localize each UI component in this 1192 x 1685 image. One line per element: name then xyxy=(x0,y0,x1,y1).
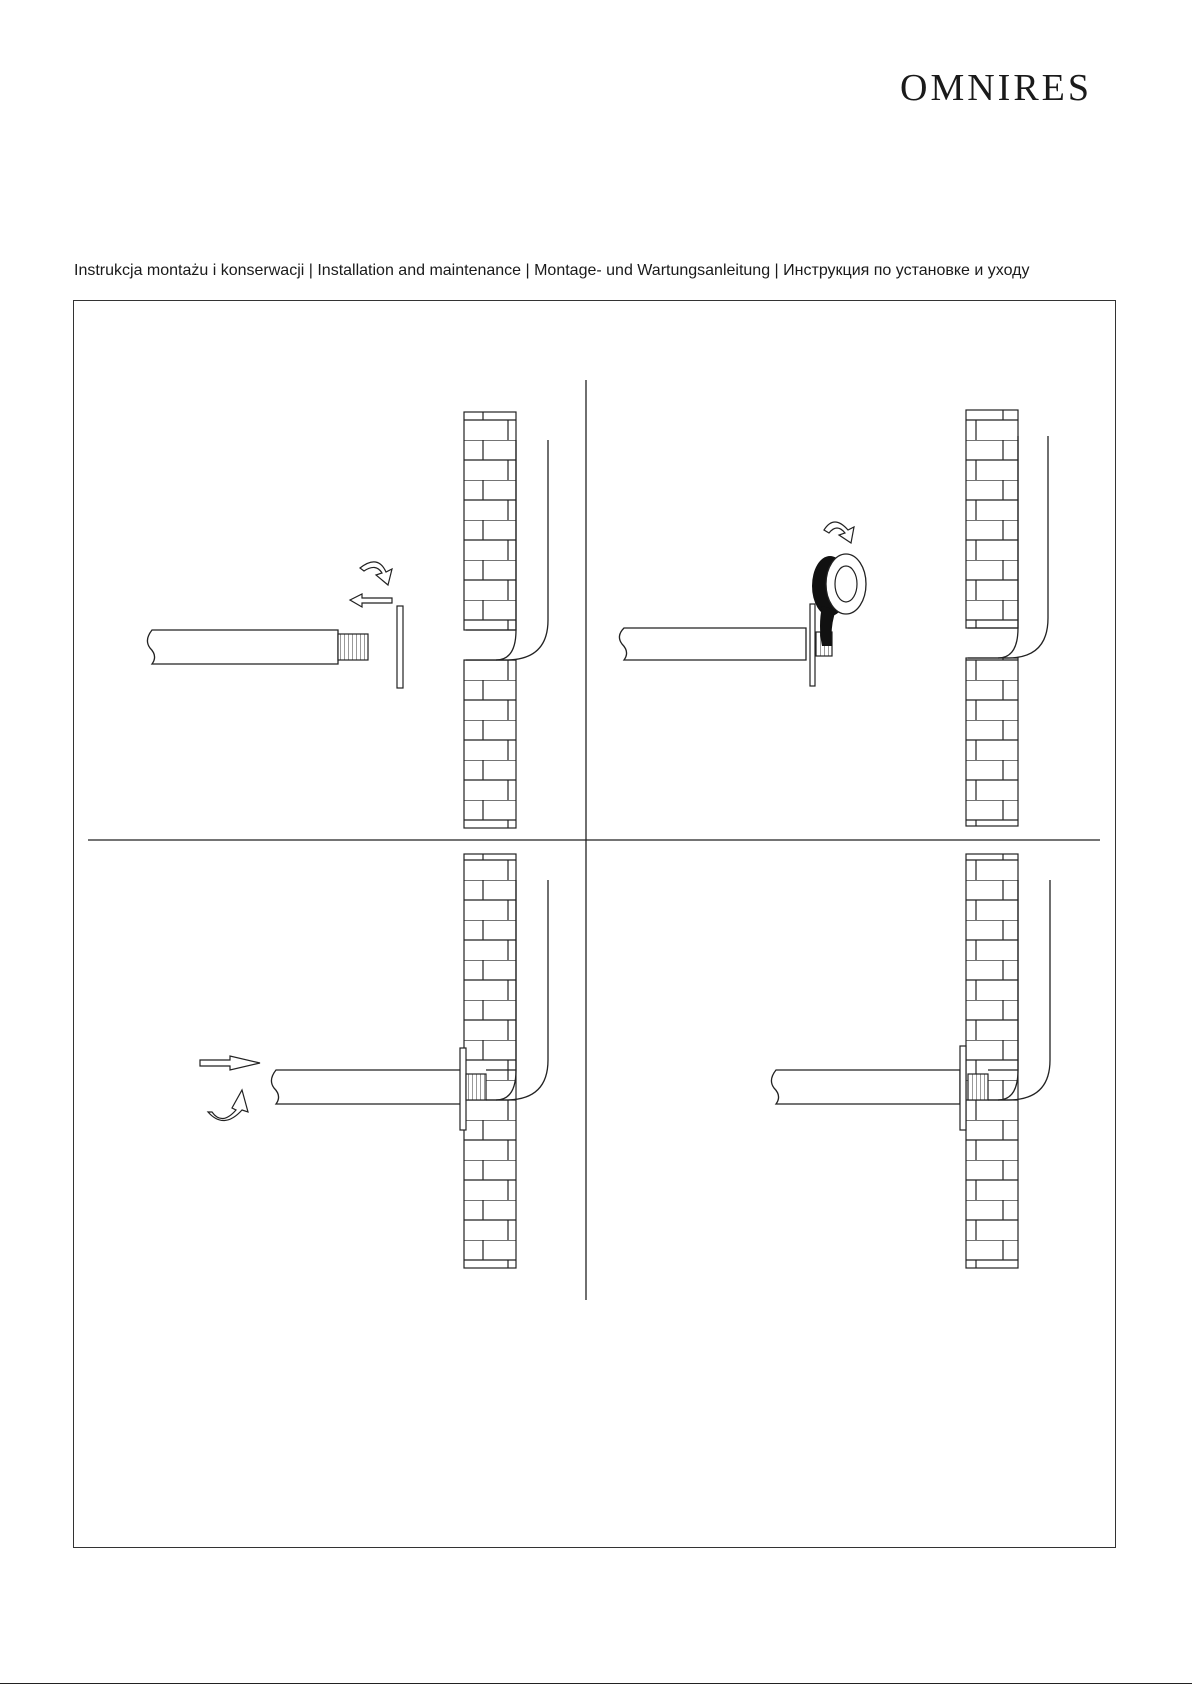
page-bottom-rule xyxy=(0,1683,1192,1684)
step-2 xyxy=(619,410,1048,826)
arrow-left-icon xyxy=(350,594,392,607)
step-3 xyxy=(200,854,548,1268)
step-4 xyxy=(771,854,1050,1268)
rotate-arrow-icon xyxy=(208,1090,248,1121)
rotate-arrow-icon xyxy=(824,522,854,543)
arrow-right-icon xyxy=(200,1056,260,1070)
rotate-arrow-icon xyxy=(360,562,392,585)
step-1 xyxy=(147,412,548,828)
